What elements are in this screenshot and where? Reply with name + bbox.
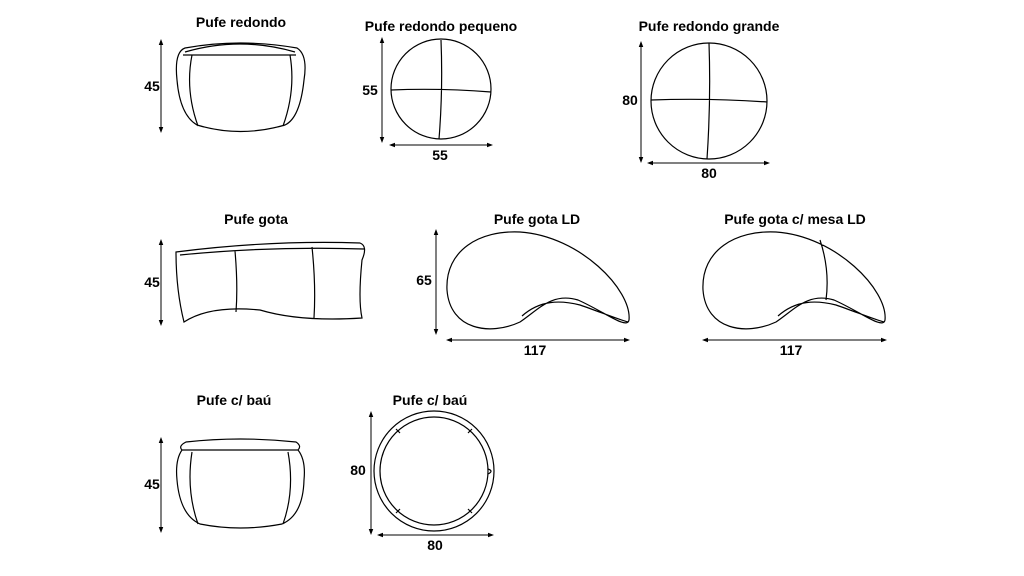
pufe-gota: Pufe gota 45: [144, 211, 366, 326]
pouf-drawing: [446, 231, 630, 330]
pouf-drawing: [373, 410, 495, 532]
width-label: 117: [780, 342, 803, 358]
title: Pufe gota c/ mesa LD: [724, 211, 866, 227]
height-label: 80: [350, 462, 366, 478]
width-label: 80: [427, 537, 443, 553]
width-label: 117: [524, 342, 547, 358]
pouf-drawing: [175, 241, 366, 323]
pufe-gota-ld: Pufe gota LD 65 117: [416, 211, 630, 358]
pufe-gota-mesa-ld: Pufe gota c/ mesa LD 117: [702, 211, 887, 358]
pufe-redondo-grande: Pufe redondo grande 80 80: [622, 18, 779, 181]
width-label: 55: [432, 147, 448, 163]
pufe-bau-top: Pufe c/ baú 80 80: [350, 392, 495, 553]
height-label: 45: [144, 476, 160, 492]
title: Pufe redondo: [196, 14, 286, 30]
pouf-drawing: [702, 231, 886, 330]
title: Pufe c/ baú: [393, 392, 468, 408]
pufe-bau-side: Pufe c/ baú 45: [144, 392, 305, 533]
pouf-drawing: [175, 42, 306, 133]
width-label: 80: [701, 165, 717, 181]
height-label: 80: [622, 92, 638, 108]
title: Pufe gota LD: [494, 211, 580, 227]
height-label: 45: [144, 274, 160, 290]
height-label: 45: [144, 78, 160, 94]
pouf-drawing: [175, 438, 305, 529]
pufe-redondo: Pufe redondo 45: [144, 14, 306, 133]
title: Pufe redondo pequeno: [365, 18, 517, 34]
title: Pufe gota: [224, 211, 288, 227]
pouf-drawing: [390, 38, 492, 140]
title: Pufe c/ baú: [197, 392, 272, 408]
pufe-redondo-pequeno: Pufe redondo pequeno 55 55: [362, 18, 517, 163]
height-label: 55: [362, 82, 378, 98]
title: Pufe redondo grande: [639, 18, 780, 34]
height-label: 65: [416, 272, 432, 288]
